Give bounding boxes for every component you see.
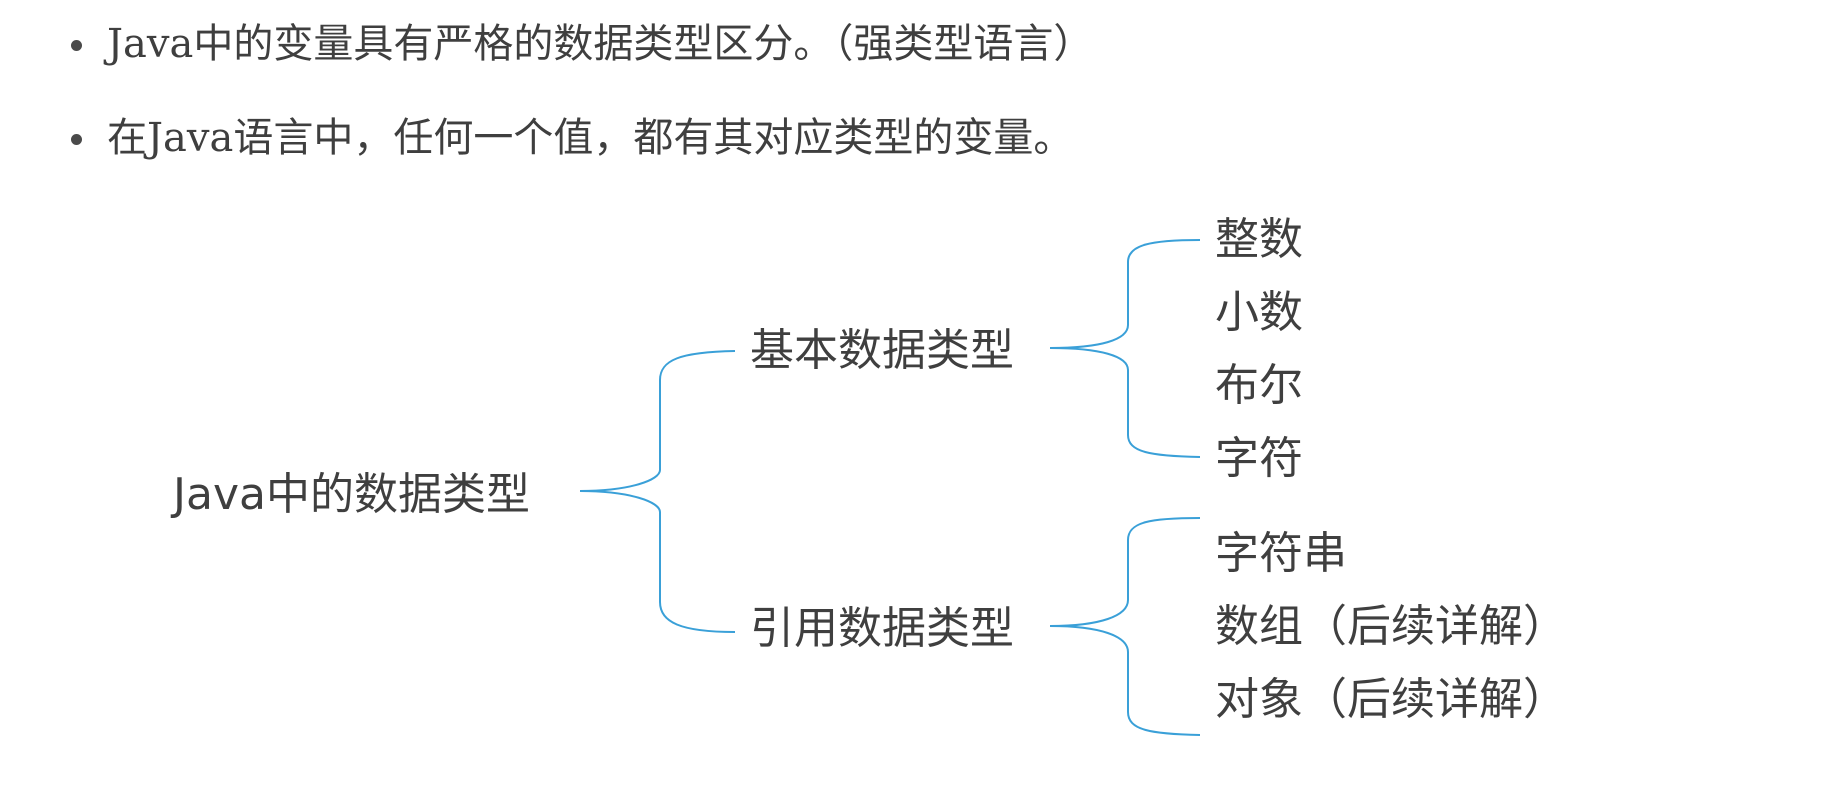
leaf-integer-label: 整数 <box>1215 214 1303 265</box>
connector-basic-char <box>1049 347 1201 458</box>
bullet-item-strong-typing: Java中的变量具有严格的数据类型区分。（强类型语言） <box>65 18 1093 70</box>
root-node-label: Java中的数据类型 <box>170 469 530 520</box>
connector-root-basic <box>579 350 736 492</box>
connector-basic-integer <box>1049 239 1201 349</box>
leaf-object-label: 对象（后续详解） <box>1215 674 1567 725</box>
connector-reference-object <box>1049 625 1201 736</box>
leaf-array-label: 数组（后续详解） <box>1215 601 1567 652</box>
bullet-dot-icon <box>71 40 82 51</box>
bullet-dot-icon <box>71 134 82 145</box>
branch-reference-label: 引用数据类型 <box>750 603 1014 654</box>
bullet-text: Java中的变量具有严格的数据类型区分。（强类型语言） <box>107 21 1094 67</box>
leaf-char-label: 字符 <box>1215 433 1303 484</box>
leaf-boolean-label: 布尔 <box>1215 360 1303 411</box>
branch-basic-label: 基本数据类型 <box>750 325 1014 376</box>
connector-reference-string <box>1049 517 1201 627</box>
connector-root-reference <box>579 490 736 633</box>
bullet-item-value-type: 在Java语言中，任何一个值，都有其对应类型的变量。 <box>65 112 1093 164</box>
leaf-string-label: 字符串 <box>1215 528 1347 579</box>
leaf-decimal-label: 小数 <box>1215 287 1303 338</box>
bullet-text: 在Java语言中，任何一个值，都有其对应类型的变量。 <box>107 115 1074 161</box>
bullet-list: Java中的变量具有严格的数据类型区分。（强类型语言） 在Java语言中，任何一… <box>65 18 1093 206</box>
